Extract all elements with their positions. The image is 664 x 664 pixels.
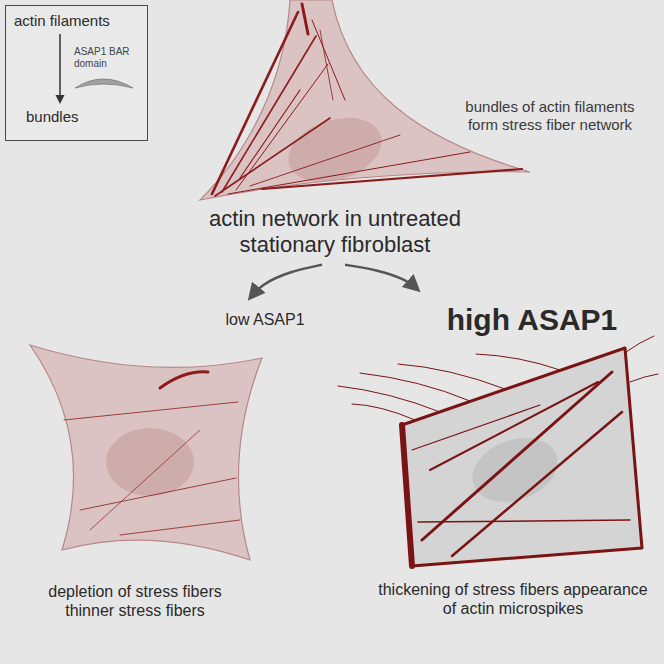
low-asap1-panel: low ASAP1 depletion of stress fibers thin… (15, 300, 335, 640)
stress-fiber (312, 20, 345, 100)
stress-fiber (80, 478, 236, 510)
transition-arrow (345, 265, 418, 290)
condition-label: high ASAP1 (412, 302, 652, 338)
stress-fiber (418, 520, 630, 522)
stress-fiber (302, 4, 308, 34)
stress-fiber (240, 90, 300, 178)
cell-body (30, 345, 262, 560)
inset-heading: actin filaments (14, 12, 141, 30)
stress-fiber (262, 169, 522, 189)
arrow-head (55, 95, 64, 104)
stress-fiber (64, 402, 238, 420)
stress-fiber (90, 430, 200, 530)
stress-fiber (120, 520, 240, 535)
outcome-text: thickening of stress fibers appearance o… (378, 580, 648, 618)
cell-nucleus (106, 428, 194, 496)
stress-fiber (236, 64, 328, 190)
stress-fiber (160, 372, 208, 388)
stress-fibers (412, 372, 630, 556)
domain-label: ASAP1 BAR domain (74, 46, 138, 70)
inset-result: bundles (26, 108, 141, 126)
stress-fiber (212, 12, 298, 194)
annotation-text: bundles of actin filaments form stress f… (450, 98, 650, 134)
microspike (630, 374, 658, 382)
stress-fibers (64, 372, 240, 535)
stress-fiber (320, 30, 333, 100)
stress-fiber (228, 152, 470, 194)
inset-box: actin filamentsASAP1 BAR domain bundles (5, 5, 148, 141)
bar-domain-icon (75, 79, 133, 88)
outcome-text: depletion of stress fibers thinner stres… (25, 582, 245, 620)
stress-fiber (250, 135, 400, 186)
microspike (626, 336, 654, 352)
transition-arrow (250, 265, 322, 298)
cell-nucleus (463, 427, 566, 513)
microspike (398, 364, 505, 389)
condition-label: low ASAP1 (205, 310, 325, 329)
high-asap1-panel: high ASAP1 thickening of stress fibers ap… (372, 292, 654, 640)
stress-fiber (422, 372, 612, 540)
stress-fiber (452, 412, 622, 556)
process-arrow (59, 34, 61, 97)
thick-cell-edge (402, 425, 412, 566)
panel-title: actin network in untreated stationary fi… (175, 206, 495, 259)
untreated-cell-panel: bundles of actin filaments form stress f… (150, 0, 655, 263)
cell-body (402, 348, 642, 566)
microspike (338, 386, 440, 412)
high-asap1-cell (338, 336, 658, 566)
low-asap1-cell (30, 345, 262, 560)
microspike (352, 404, 415, 420)
stress-fiber (430, 382, 598, 470)
microspike (476, 354, 560, 370)
stress-fiber (412, 405, 540, 450)
microspike (360, 373, 470, 401)
